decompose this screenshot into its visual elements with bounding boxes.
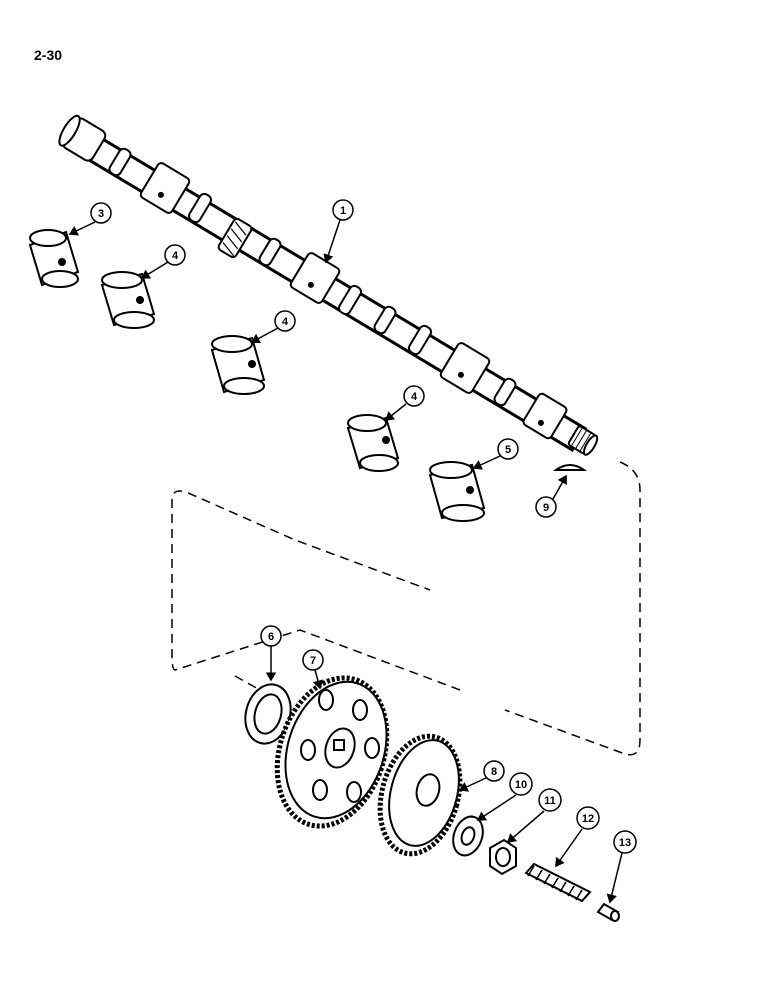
callout-4b: 4 — [250, 310, 296, 344]
assembly-guide-line — [234, 675, 261, 691]
callout-label: 4 — [411, 391, 418, 403]
washer — [452, 815, 484, 857]
bushing-4 — [210, 335, 266, 395]
assembly-guide-line — [171, 461, 641, 756]
callout-label: 12 — [582, 813, 594, 825]
bushing-4 — [346, 414, 400, 472]
callout-8: 8 — [458, 760, 505, 792]
callout-label: 7 — [310, 655, 316, 667]
callout-6: 6 — [260, 625, 282, 682]
callout-label: 5 — [505, 444, 511, 456]
callout-7: 7 — [302, 649, 324, 690]
callout-label: 4 — [172, 250, 179, 262]
callout-4c: 4 — [384, 385, 425, 421]
callout-11: 11 — [506, 788, 562, 843]
callout-label: 9 — [543, 502, 549, 514]
camshaft-gear — [274, 675, 390, 829]
page-number: 2-30 — [34, 47, 63, 63]
drive-gear — [377, 733, 463, 857]
callout-label: 3 — [98, 208, 104, 220]
bushing-3 — [28, 229, 80, 288]
callout-label: 13 — [619, 837, 631, 849]
callout-label: 4 — [282, 316, 289, 328]
callout-1: 1 — [323, 199, 354, 264]
dowel-pin — [596, 902, 620, 922]
callout-3: 3 — [68, 202, 112, 236]
callout-label: 11 — [544, 795, 556, 807]
callout-12: 12 — [555, 806, 600, 868]
callout-5: 5 — [472, 438, 519, 470]
callout-4a: 4 — [140, 244, 186, 279]
bushing-4 — [100, 271, 156, 329]
callout-label: 6 — [268, 631, 274, 643]
threaded-stud — [524, 862, 592, 903]
callout-label: 10 — [515, 779, 527, 791]
callout-label: 8 — [491, 766, 497, 778]
woodruff-key — [552, 464, 588, 471]
callout-9: 9 — [535, 474, 567, 518]
callout-label: 1 — [340, 205, 346, 217]
bushing-5 — [428, 461, 486, 522]
callout-10: 10 — [476, 772, 533, 821]
callout-13: 13 — [606, 830, 637, 904]
hex-nut — [489, 838, 517, 876]
camshaft — [58, 114, 599, 456]
